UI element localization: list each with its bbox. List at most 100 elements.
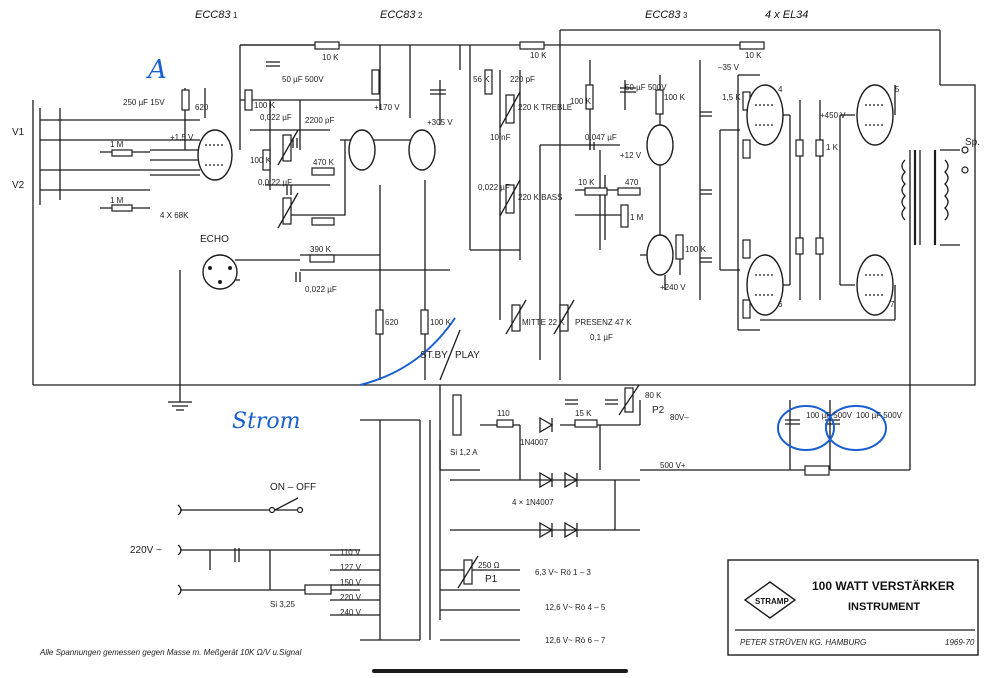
label-r100k-c: 100 K	[430, 318, 452, 327]
cap-circle-1	[777, 405, 835, 451]
label-heater3: 12,6 V~ Rö 6 – 7	[545, 636, 606, 645]
label-r1m-c: 1 M	[630, 213, 644, 222]
label-c01: 0,1 µF	[590, 333, 613, 342]
label-heater1: 6,3 V~ Rö 1 – 3	[535, 568, 591, 577]
label-stby: ST.BY	[420, 350, 448, 361]
label-500v: 500 V+	[660, 461, 686, 470]
label-r10k-d: 10 K	[578, 178, 595, 187]
label-c100b: 100 µF 500V	[856, 411, 903, 420]
label-play: PLAY	[455, 350, 480, 361]
input-v2-label: V2	[12, 180, 25, 191]
label-c10nf: 10 nF	[490, 133, 511, 142]
potentiometers	[277, 91, 640, 589]
label-r620: 620	[195, 103, 209, 112]
speaker-label: Sp.	[965, 137, 980, 148]
label-treble: 220 K TREBLE	[518, 103, 572, 112]
label-r620b: 620	[385, 318, 399, 327]
label-tap150: 150 V	[340, 578, 362, 587]
label-fuse-si: Si 3,25	[270, 600, 295, 609]
label-diodes: 4 × 1N4007	[512, 498, 554, 507]
label-80v: 80V–	[670, 413, 689, 422]
tube-el34-6	[746, 254, 784, 316]
label-r470: 470	[625, 178, 639, 187]
label-tap240: 240 V	[340, 608, 362, 617]
annotation-a: A	[146, 55, 167, 85]
label-c50: 50 µF 500V	[282, 75, 324, 84]
label-r10k-a: 10 K	[322, 53, 339, 62]
footnote: Alle Spannungen gemessen gegen Masse m. …	[39, 648, 302, 657]
label-tube2: ECC83	[380, 9, 416, 21]
label-c100a: 100 µF 500V	[806, 411, 853, 420]
label-v15: +1,5 V	[170, 133, 194, 142]
label-middle: MITTE 22 K	[522, 318, 565, 327]
label-c0022: 0,022 µF	[260, 113, 292, 122]
tube-v5	[646, 234, 674, 276]
component-labels: 10 K 10 K 10 K 620 100 K 50 µF 500V 250 …	[110, 51, 903, 645]
label-c0022b: 0,0 22 µF	[258, 178, 292, 187]
label-num7: 7	[890, 300, 895, 309]
label-v12: +12 V	[620, 151, 642, 160]
label-r10k-c: 10 K	[745, 51, 762, 60]
tube-v1	[197, 129, 233, 181]
label-tap127: 127 V	[340, 563, 362, 572]
label-r1m-b: 1 M	[110, 196, 124, 205]
label-heater2: 12,6 V~ Rö 4 – 5	[545, 603, 606, 612]
label-onoff: ON – OFF	[270, 482, 316, 493]
switches	[177, 329, 461, 596]
label-v305: +305 V	[427, 118, 453, 127]
label-v450: +450 V	[820, 111, 846, 120]
tube-el34-4	[746, 84, 784, 146]
tube-v3	[408, 129, 436, 171]
label-r250: 250 Ω	[478, 561, 500, 570]
input-v1-label: V1	[12, 127, 25, 138]
label-r100k-b: 100 K	[250, 156, 272, 165]
tube-el34-5	[856, 84, 894, 146]
label-v240: +240 V	[660, 283, 686, 292]
label-r15k: 1,5 K	[722, 93, 741, 102]
capacitors	[234, 61, 840, 562]
tube-v4	[646, 124, 674, 166]
label-tube1: ECC83	[195, 9, 231, 21]
label-tube3: ECC83	[645, 9, 681, 21]
label-r100k-f: 100 K	[685, 245, 707, 254]
company-name: PETER STRÜVEN KG. HAMBURG	[740, 638, 866, 647]
label-r100k-e: 100 K	[664, 93, 686, 102]
label-r80: 80 K	[645, 391, 662, 400]
echo-label: ECHO	[200, 234, 229, 245]
label-fuse-sil: Si 1,2 A	[450, 448, 478, 457]
label-num6: 6	[778, 300, 783, 309]
title-line2: INSTRUMENT	[848, 601, 920, 613]
label-v170: +170 V	[374, 103, 400, 112]
cap-circle-2	[825, 405, 887, 451]
label-r110: 110	[497, 409, 510, 418]
label-c220pf: 220 pF	[510, 75, 535, 84]
year-label: 1969-70	[945, 638, 975, 647]
output-transformer	[901, 146, 969, 245]
label-c250: 250 µF 15V	[123, 98, 165, 107]
label-p1: P1	[485, 574, 498, 585]
label-bass: 220 K BASS	[518, 193, 562, 202]
label-num2: 2	[418, 11, 423, 20]
label-c0022c: 0,022 µF	[305, 285, 337, 294]
label-r56k: 56 K	[473, 75, 490, 84]
label-r100k-d: 100 K	[570, 97, 592, 106]
label-c2200: 2200 pF	[305, 116, 334, 125]
label-tap110: 110 V	[340, 548, 361, 557]
label-r1m-a: 1 M	[110, 140, 124, 149]
label-c0022d: 0,022 µF	[478, 183, 510, 192]
label-presence: PRESENZ 47 K	[575, 318, 632, 327]
label-r4x68: 4 X 68K	[160, 211, 189, 220]
home-indicator	[372, 669, 628, 673]
label-tap220: 220 V	[340, 593, 362, 602]
label-r100k-a: 100 K	[254, 101, 276, 110]
mains-label: 220V ~	[130, 545, 162, 556]
hand-annotations	[359, 317, 887, 451]
logo-text: STRAMP	[755, 597, 789, 606]
label-r470k: 470 K	[313, 158, 335, 167]
title-line1: 100 WATT VERSTÄRKER	[812, 578, 955, 593]
label-r1k: 1 K	[826, 143, 839, 152]
label-num3: 3	[683, 11, 688, 20]
label-r10k-b: 10 K	[530, 51, 547, 60]
annotation-strom: Strom	[232, 409, 301, 434]
